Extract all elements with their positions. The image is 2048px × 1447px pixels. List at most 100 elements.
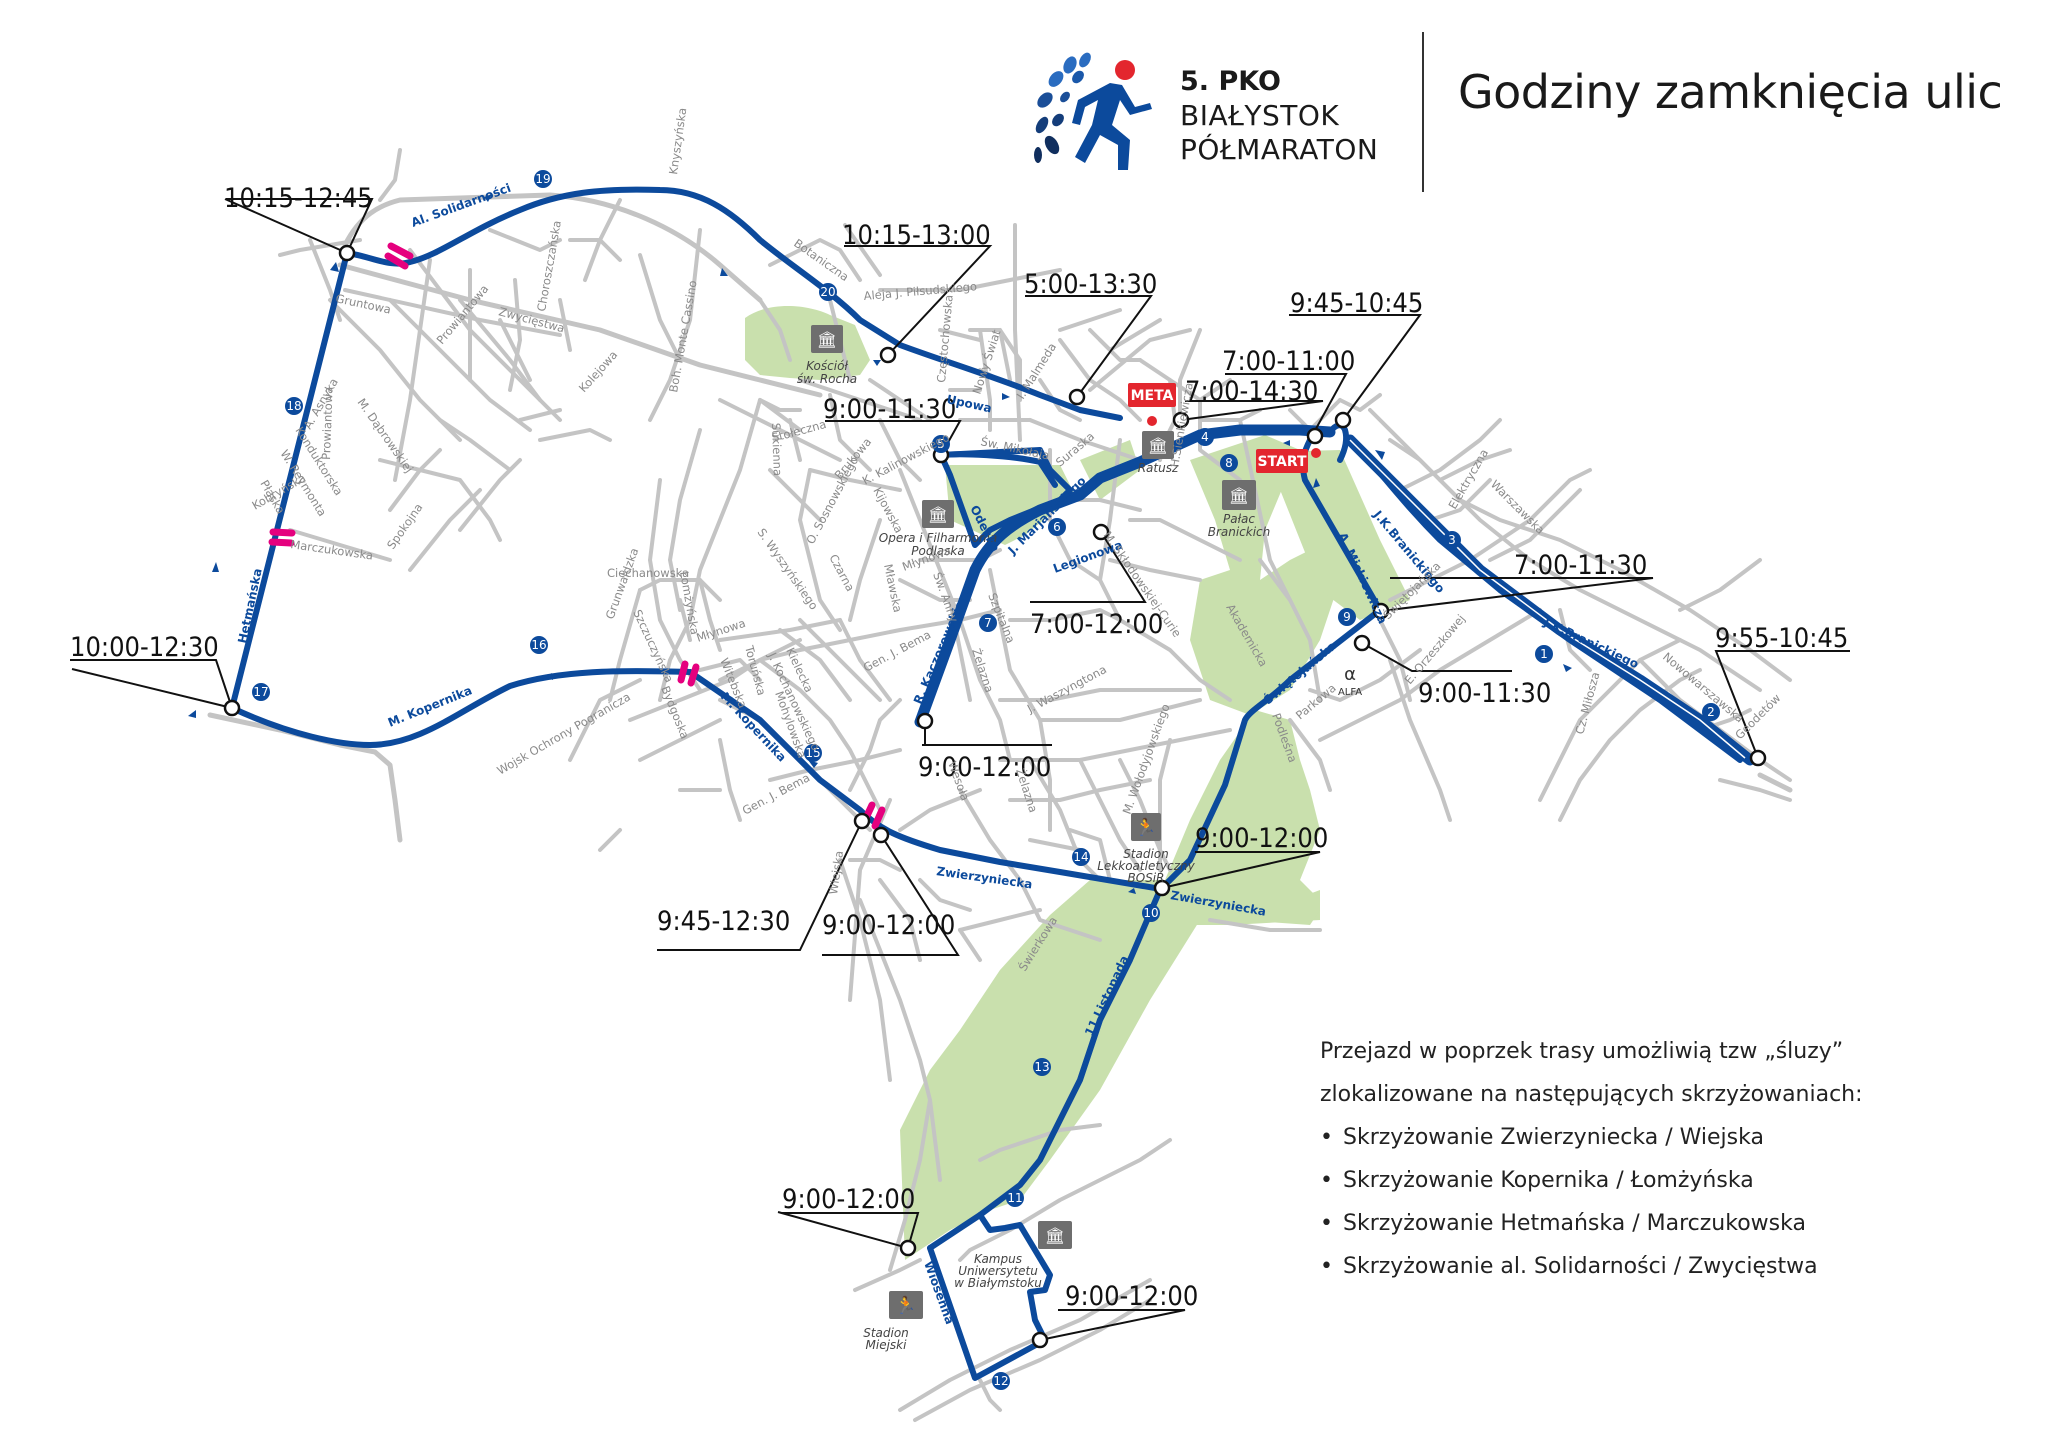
svg-text:3: 3 xyxy=(1448,533,1456,547)
km-marker-15: 15 xyxy=(804,744,822,762)
svg-text:BOSiR: BOSiR xyxy=(1128,871,1165,885)
logo-text: 5. PKO BIAŁYSTOK PÓŁMARATON xyxy=(1180,65,1378,167)
km-marker-1: 1 xyxy=(1535,645,1553,663)
svg-text:6: 6 xyxy=(1053,520,1061,534)
svg-text:Aleja J. Piłsudskiego: Aleja J. Piłsudskiego xyxy=(863,279,978,303)
km-marker-13: 13 xyxy=(1033,1058,1051,1076)
meta-marker: META xyxy=(1128,383,1176,426)
header: 5. PKO BIAŁYSTOK PÓŁMARATON Godziny zamk… xyxy=(1030,25,2030,195)
km-marker-18: 18 xyxy=(285,397,303,415)
svg-text:META: META xyxy=(1131,388,1174,404)
svg-text:4: 4 xyxy=(1201,430,1209,444)
closure-time: 7:00-11:30 xyxy=(1514,550,1647,581)
poi-kosciol: 🏛 Kościół św. Rocha xyxy=(797,325,857,386)
poi-ratusz: 🏛 Ratusz xyxy=(1138,431,1179,475)
km-marker-8: 8 xyxy=(1220,454,1238,472)
km-marker-11: 11 xyxy=(1006,1189,1024,1207)
svg-text:w Białymstoku: w Białymstoku xyxy=(954,1276,1042,1290)
km-marker-17: 17 xyxy=(252,683,270,701)
runner-icon: 🏃 xyxy=(1135,817,1156,838)
svg-text:8: 8 xyxy=(1225,456,1233,470)
logo-line-2: BIAŁYSTOK xyxy=(1180,99,1340,132)
legend-intro-line-2: zlokalizowane na następujących skrzyżowa… xyxy=(1320,1082,1863,1107)
legend-intro-line-1: Przejazd w poprzek trasy umożliwią tzw „… xyxy=(1320,1039,1844,1064)
poi-alfa: α ALFA xyxy=(1338,664,1362,698)
svg-text:Branickich: Branickich xyxy=(1208,525,1271,539)
start-marker: START xyxy=(1256,448,1321,473)
logo-line-3: PÓŁMARATON xyxy=(1180,133,1379,166)
km-marker-16: 16 xyxy=(530,636,548,654)
alfa-logo-icon: α xyxy=(1344,664,1356,685)
svg-text:Kościół: Kościół xyxy=(806,359,848,373)
svg-text:17: 17 xyxy=(253,685,268,699)
svg-text:19: 19 xyxy=(535,172,550,186)
svg-text:Stadion: Stadion xyxy=(1123,847,1169,861)
svg-text:10: 10 xyxy=(1143,906,1158,920)
km-marker-9: 9 xyxy=(1338,608,1356,626)
km-markers: 1 2 3 4 5 6 7 8 9 10 11 12 13 14 15 16 1… xyxy=(252,170,1720,1390)
svg-text:Kampus: Kampus xyxy=(974,1252,1022,1266)
landmark-icon: 🏛 xyxy=(928,505,948,524)
poi-bosir: 🏃 Stadion Lekkoatletyczny BOSiR xyxy=(1097,813,1196,885)
svg-text:Podlaska: Podlaska xyxy=(911,544,964,558)
closure-points xyxy=(223,244,1767,1349)
svg-text:Opera i Filharmonia: Opera i Filharmonia xyxy=(879,531,997,545)
sluzy-crossings xyxy=(268,242,886,830)
svg-text:Parkowa: Parkowa xyxy=(1293,681,1339,723)
closure-time: 10:15-12:45 xyxy=(224,183,373,214)
svg-text:Prowiantowa: Prowiantowa xyxy=(319,386,336,460)
svg-text:START: START xyxy=(1257,454,1307,470)
svg-text:Ratusz: Ratusz xyxy=(1138,461,1179,475)
runner-icon: 🏃 xyxy=(895,1295,916,1316)
svg-text:Czarna: Czarna xyxy=(826,552,857,594)
svg-text:Wojsk Ochrony Pogranicza: Wojsk Ochrony Pogranicza xyxy=(495,690,633,778)
closure-time: 10:15-13:00 xyxy=(842,220,991,251)
svg-text:9: 9 xyxy=(1343,610,1351,624)
svg-text:Uniwersytetu: Uniwersytetu xyxy=(958,1264,1038,1278)
svg-text:2: 2 xyxy=(1707,705,1715,719)
km-marker-14: 14 xyxy=(1072,848,1090,866)
svg-text:Pałac: Pałac xyxy=(1223,512,1255,526)
svg-text:Kolejowa: Kolejowa xyxy=(576,348,621,395)
sluzy-legend: Przejazd w poprzek trasy umożliwią tzw „… xyxy=(1320,1030,2020,1288)
svg-text:11: 11 xyxy=(1007,1191,1022,1205)
closure-time: 9:00-12:00 xyxy=(918,752,1051,783)
closure-times: 10:15-12:45 10:15-13:00 5:00-13:30 9:45-… xyxy=(70,183,1848,1312)
legend-item: Skrzyżowanie Zwierzyniecka / Wiejska xyxy=(1320,1116,2020,1159)
closure-time: 7:00-11:00 xyxy=(1222,346,1355,377)
closure-time: 9:00-12:00 xyxy=(1195,823,1328,854)
svg-text:Zwierzyniecka: Zwierzyniecka xyxy=(936,864,1034,891)
km-marker-10: 10 xyxy=(1142,904,1160,922)
sluza-marczukowska xyxy=(268,528,296,547)
sluza-solidarnosci xyxy=(384,242,414,270)
closure-time: 10:00-12:30 xyxy=(70,632,219,663)
closure-time: 5:00-13:30 xyxy=(1024,269,1157,300)
km-marker-19: 19 xyxy=(534,170,552,188)
svg-text:Żelazna: Żelazna xyxy=(969,646,997,694)
svg-text:Boh. Monte Cassino: Boh. Monte Cassino xyxy=(666,279,700,393)
closure-time: 9:00-12:00 xyxy=(782,1184,915,1215)
svg-text:Wiejska: Wiejska xyxy=(826,850,846,896)
svg-text:M. Kopernika: M. Kopernika xyxy=(386,683,474,729)
leader-lines xyxy=(70,198,1850,1341)
km-marker-4: 4 xyxy=(1196,428,1214,446)
legend-item: Skrzyżowanie al. Solidarności / Zwycięst… xyxy=(1320,1245,2020,1288)
direction-arrows xyxy=(188,194,1572,894)
km-marker-20: 20 xyxy=(819,283,837,301)
logo-line-1: 5. PKO xyxy=(1180,66,1281,97)
svg-text:13: 13 xyxy=(1034,1060,1049,1074)
closure-time: 9:55-10:45 xyxy=(1715,623,1848,654)
svg-text:Bydgoska: Bydgoska xyxy=(658,684,692,741)
km-marker-5: 5 xyxy=(932,435,950,453)
svg-text:Miejski: Miejski xyxy=(866,1338,908,1352)
svg-text:16: 16 xyxy=(531,638,546,652)
legend-list: Skrzyżowanie Zwierzyniecka / Wiejska Skr… xyxy=(1320,1116,2020,1288)
svg-text:św. Rocha: św. Rocha xyxy=(797,372,857,386)
legend-item: Skrzyżowanie Hetmańska / Marczukowska xyxy=(1320,1202,2020,1245)
page-title: Godziny zamknięcia ulic xyxy=(1458,65,2003,119)
landmark-icon: 🏛 xyxy=(1148,436,1168,455)
svg-text:J.K.Branickiego: J.K.Branickiego xyxy=(1541,615,1641,672)
km-marker-3: 3 xyxy=(1443,531,1461,549)
svg-text:Mławska: Mławska xyxy=(881,563,905,614)
